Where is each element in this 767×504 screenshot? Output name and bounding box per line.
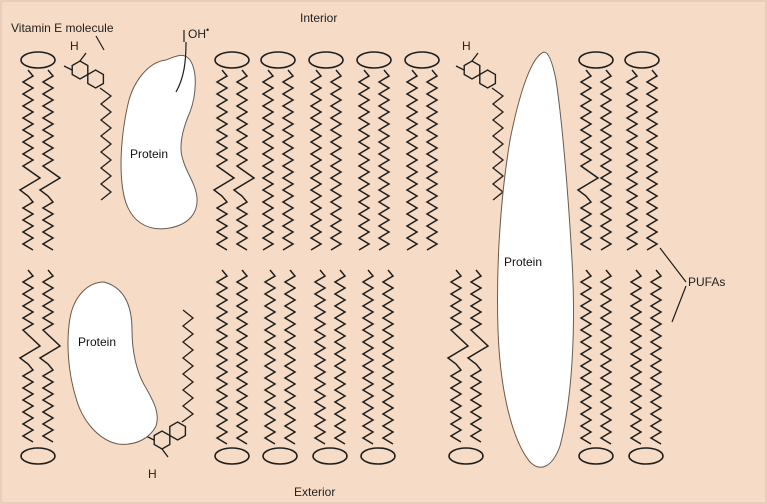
interior-label: Interior: [300, 11, 337, 25]
hydroxyl-h-label: H: [462, 39, 471, 53]
hydroxyl-h-label: H: [148, 467, 157, 481]
protein-label: Protein: [130, 147, 168, 161]
hydroxyl-radical-label: OH•: [188, 25, 209, 41]
protein-label: Protein: [504, 255, 542, 269]
radical-formula: OH: [188, 27, 206, 41]
hydroxyl-h-label: H: [70, 39, 79, 53]
radical-dot: •: [206, 25, 209, 35]
vitamin-e-label: Vitamin E molecule: [11, 21, 114, 35]
pufas-label: PUFAs: [688, 275, 725, 289]
exterior-label: Exterior: [294, 485, 335, 499]
protein-label: Protein: [78, 335, 116, 349]
